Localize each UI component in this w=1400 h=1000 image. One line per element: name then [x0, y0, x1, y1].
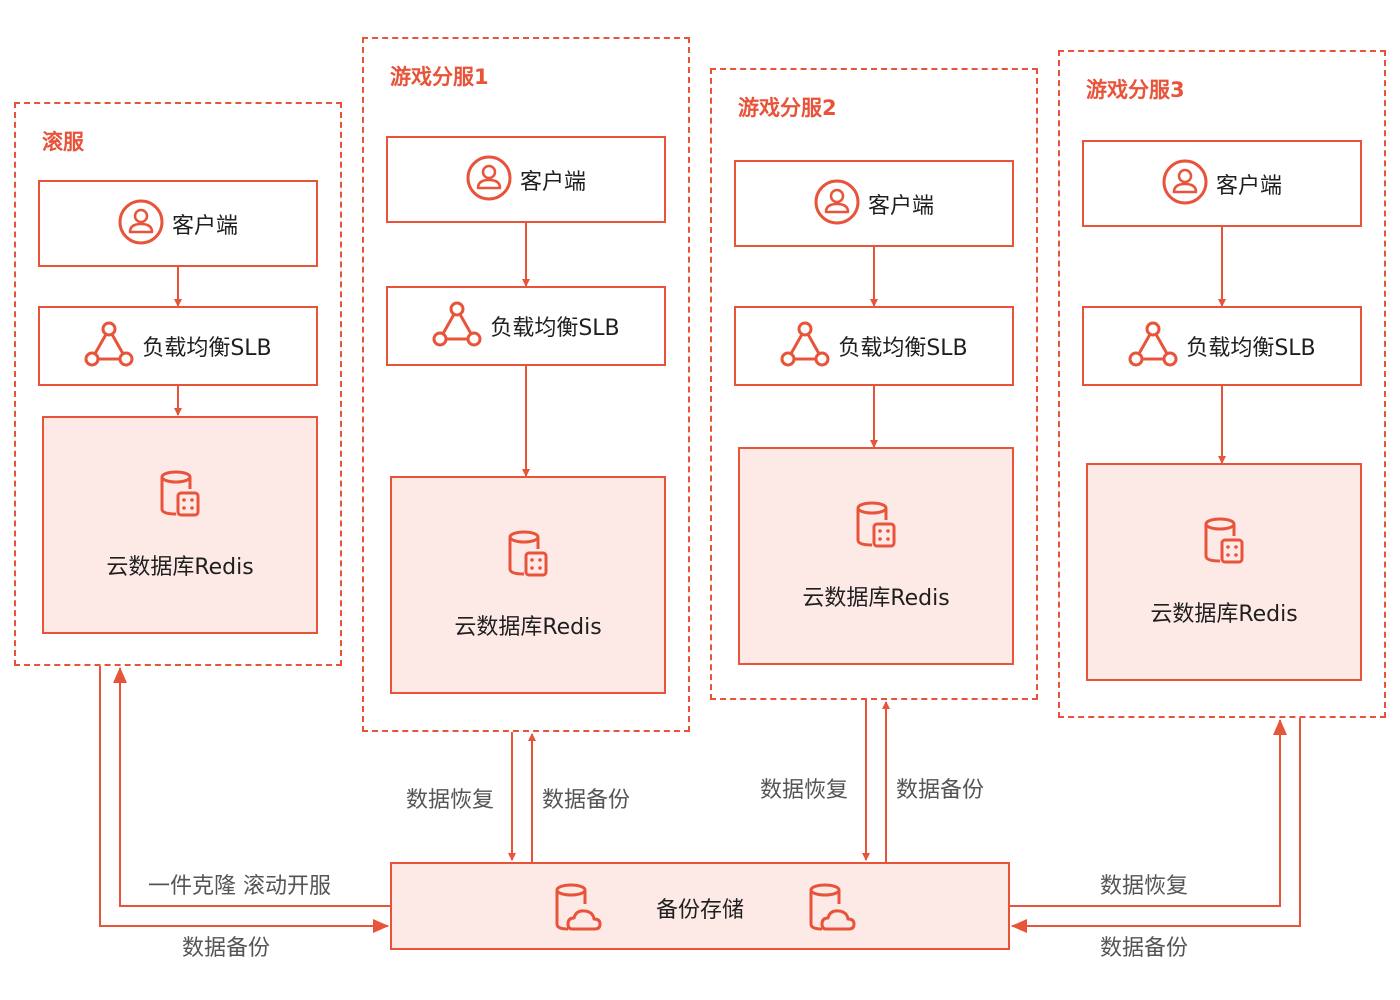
slb-label: 负载均衡SLB: [142, 336, 272, 361]
database-icon: [1203, 516, 1245, 570]
slb-node[interactable]: 负载均衡SLB: [734, 306, 1014, 386]
slb-label: 负载均衡SLB: [1186, 336, 1316, 361]
slb-node[interactable]: 负载均衡SLB: [1082, 306, 1362, 386]
edge-label-clone: 一件克隆 滚动开服: [148, 874, 331, 899]
load-balancer-icon: [84, 321, 134, 371]
slb-label: 负载均衡SLB: [490, 316, 620, 341]
backup-storage-node[interactable]: 备份存储: [390, 862, 1010, 950]
client-node[interactable]: 客户端: [1082, 140, 1362, 227]
arrow-g3-restore: [1010, 719, 1287, 907]
redis-node[interactable]: 云数据库Redis: [390, 476, 666, 694]
load-balancer-icon: [780, 321, 830, 371]
edge-label-restore-2: 数据恢复: [760, 778, 849, 803]
load-balancer-icon: [432, 301, 482, 351]
redis-node[interactable]: 云数据库Redis: [738, 447, 1014, 665]
backup-storage-label: 备份存储: [655, 898, 744, 923]
edge-label-backup-3: 数据备份: [1100, 936, 1189, 961]
database-icon: [855, 500, 897, 554]
client-node[interactable]: 客户端: [38, 180, 318, 267]
group-game-server-3: 游戏分服3: [1058, 50, 1386, 718]
client-node[interactable]: 客户端: [734, 160, 1014, 247]
cloud-database-icon: [808, 882, 858, 938]
group-title: 滚服: [42, 130, 84, 154]
slb-node[interactable]: 负载均衡SLB: [386, 286, 666, 366]
cloud-database-icon: [554, 882, 604, 938]
edge-label-restore-1: 数据恢复: [406, 788, 495, 813]
client-label: 客户端: [519, 169, 586, 195]
redis-node[interactable]: 云数据库Redis: [1086, 463, 1362, 681]
user-icon: [814, 179, 860, 229]
edge-label-backup-2: 数据备份: [896, 778, 985, 803]
database-icon: [159, 469, 201, 523]
arrow-backup-g0-clone: [113, 667, 390, 907]
user-icon: [1162, 159, 1208, 209]
redis-label: 云数据库Redis: [106, 555, 254, 580]
edge-label-backup-0: 数据备份: [182, 936, 271, 961]
client-label: 客户端: [1215, 173, 1282, 199]
group-title: 游戏分服2: [738, 96, 837, 120]
client-label: 客户端: [867, 193, 934, 219]
edge-label-restore-3: 数据恢复: [1100, 874, 1189, 899]
edge-label-backup-1: 数据备份: [542, 788, 631, 813]
user-icon: [118, 199, 164, 249]
redis-node[interactable]: 云数据库Redis: [42, 416, 318, 634]
group-game-server-1: 游戏分服1: [362, 37, 690, 732]
slb-label: 负载均衡SLB: [838, 336, 968, 361]
redis-label: 云数据库Redis: [1150, 602, 1298, 627]
redis-label: 云数据库Redis: [454, 615, 602, 640]
arrow-g0-backup: [99, 666, 389, 933]
load-balancer-icon: [1128, 321, 1178, 371]
redis-label: 云数据库Redis: [802, 586, 950, 611]
client-node[interactable]: 客户端: [386, 136, 666, 223]
slb-node[interactable]: 负载均衡SLB: [38, 306, 318, 386]
group-game-server-2: 游戏分服2: [710, 68, 1038, 700]
database-icon: [507, 529, 549, 583]
user-icon: [466, 155, 512, 205]
group-title: 游戏分服1: [390, 65, 489, 89]
client-label: 客户端: [171, 213, 238, 239]
group-title: 游戏分服3: [1086, 78, 1185, 102]
arrow-g3-backup: [1011, 718, 1301, 933]
group-rolling-server: 滚服: [14, 102, 342, 666]
